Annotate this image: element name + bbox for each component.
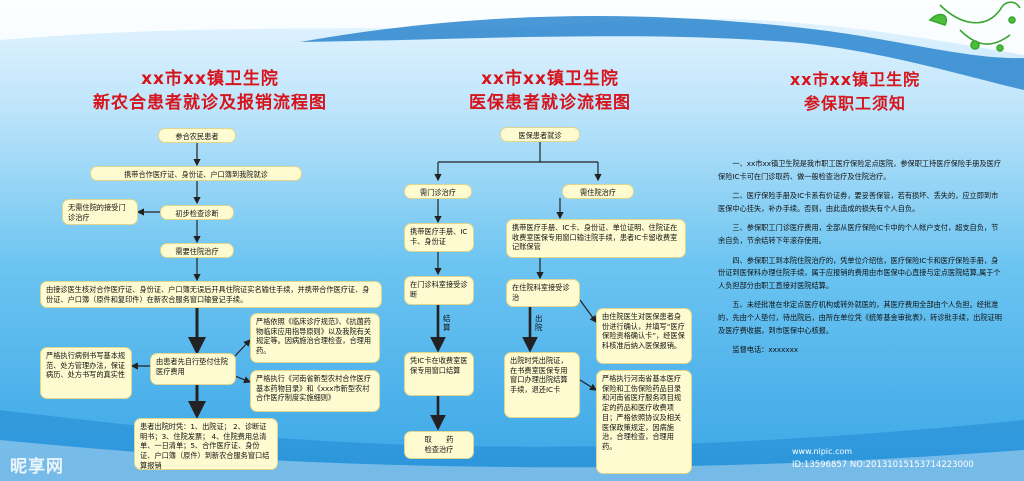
notice-item-3: 三、参保职工门诊医疗费用，全部从医疗保险IC卡中的个人帐户支付，超支自负，节余自… [718, 223, 999, 245]
notice-item-5: 五、未经批准在非定点医疗机构或转外就医的，其医疗费用全部由个人负担。经批准的，先… [718, 300, 1002, 335]
left-outpatient-node: 无需住院的接受门诊治疗 [62, 199, 138, 225]
middle-out-room-node: 在门诊科室接受诊断 [404, 276, 474, 305]
right-title-main: 参保职工须知 [803, 94, 906, 113]
middle-in-docs-node: 携带医疗手册、IC卡、身份证、单位证明、住院证在收费室医保专用窗口输注院手续，患… [506, 219, 686, 258]
middle-title-main: 医保患者就诊流程图 [469, 93, 631, 113]
middle-in-settle-node: 出院时凭出院证，在书费室医保专用窗口办理出院结算手续，退还IC卡 [504, 352, 580, 418]
middle-identity-node: 由住院医生对医保患者身份进行确认，并填写“医疗保险资格确认卡”，经医保科核准后纳… [596, 308, 692, 364]
notice-item-1: 一、xx市xx镇卫生院是我市职工医疗保险定点医院，参保职工持医疗保险手册及医疗保… [718, 159, 1001, 181]
middle-discharge-label: 出院 [535, 314, 543, 332]
middle-start-node: 医保患者就诊 [500, 127, 580, 142]
right-title-hospital: xx市xx镇卫生院 [789, 70, 921, 89]
left-initial-check-node: 初步检查诊断 [160, 205, 234, 220]
left-basis-node: 严格依照《临床诊疗规范》、《抗菌药物临床应用指导原则》以及我院有关规定等。因病施… [250, 313, 380, 363]
watermark-site: www.nipic.com [792, 447, 853, 456]
middle-out-end-node: 取 药 检查治疗 [404, 431, 474, 459]
notice-item-4: 四、参保职工到本院住院治疗的，凭单位介绍信，医疗保险IC卡和医疗保险手册，身份证… [718, 255, 1001, 290]
left-prepay-node: 由患者先自行垫付住院医疗费用 [150, 353, 236, 385]
left-records-node: 严格执行病例书写基本规范、处方管理办法，保证病历、处方书写的真实性 [40, 347, 132, 399]
middle-outpatient-node: 需门诊治疗 [404, 184, 472, 199]
notice-item-2: 二、医疗保险手册及IC卡系有价证券，要妥善保管，若有损坏、丢失的，应立即到市医保… [718, 191, 999, 213]
left-discharge-node: 患者出院时凭：1、出院证； 2、诊断证明书；3、住院发票； 4、住院费用总清单、… [134, 418, 278, 470]
vine-decoration-icon [928, 1, 1021, 52]
watermark-logo: 昵享网 [10, 457, 64, 477]
middle-out-docs-node: 携带医疗手册、IC卡、身份证 [404, 223, 474, 252]
left-start-node: 参合农民患者 [158, 128, 236, 143]
left-title-main: 新农合患者就诊及报销流程图 [93, 93, 327, 113]
watermark-id: ID:13596857 NO:20131015153714223000 [792, 460, 974, 470]
left-bring-docs-node: 携带合作医疗证、身份证、户口簿到我院就诊 [90, 166, 302, 181]
left-verify-node: 由接诊医生核对合作医疗证、身份证、户口簿无误后开具住院证实名输住手续，并携带合作… [40, 281, 382, 308]
middle-out-settle-node: 凭IC卡在收费室医保专用窗口结算 [404, 352, 474, 396]
notice-phone: 监督电话：xxxxxxx [732, 345, 799, 355]
middle-rules-node: 严格执行河南省基本医疗保险和工伤保险药品目录和河南省医疗服务项目规定的药品和医疗… [596, 370, 692, 474]
left-title-hospital: xx市xx镇卫生院 [141, 69, 279, 89]
middle-title-hospital: xx市xx镇卫生院 [481, 69, 619, 89]
left-need-inpatient-node: 需要住院治疗 [160, 243, 234, 258]
middle-in-room-node: 在住院科室接受诊治 [506, 279, 580, 307]
middle-inpatient-node: 需住院治疗 [562, 184, 634, 199]
left-catalog-node: 严格执行《河南省新型农村合作医疗基本药物目录》和《xxx市新型农村合作医疗制度实… [250, 370, 380, 412]
middle-settle-label: 结算 [443, 314, 451, 332]
notice-panel: 一、xx市xx镇卫生院是我市职工医疗保险定点医院，参保职工持医疗保险手册及医疗保… [718, 158, 1004, 364]
